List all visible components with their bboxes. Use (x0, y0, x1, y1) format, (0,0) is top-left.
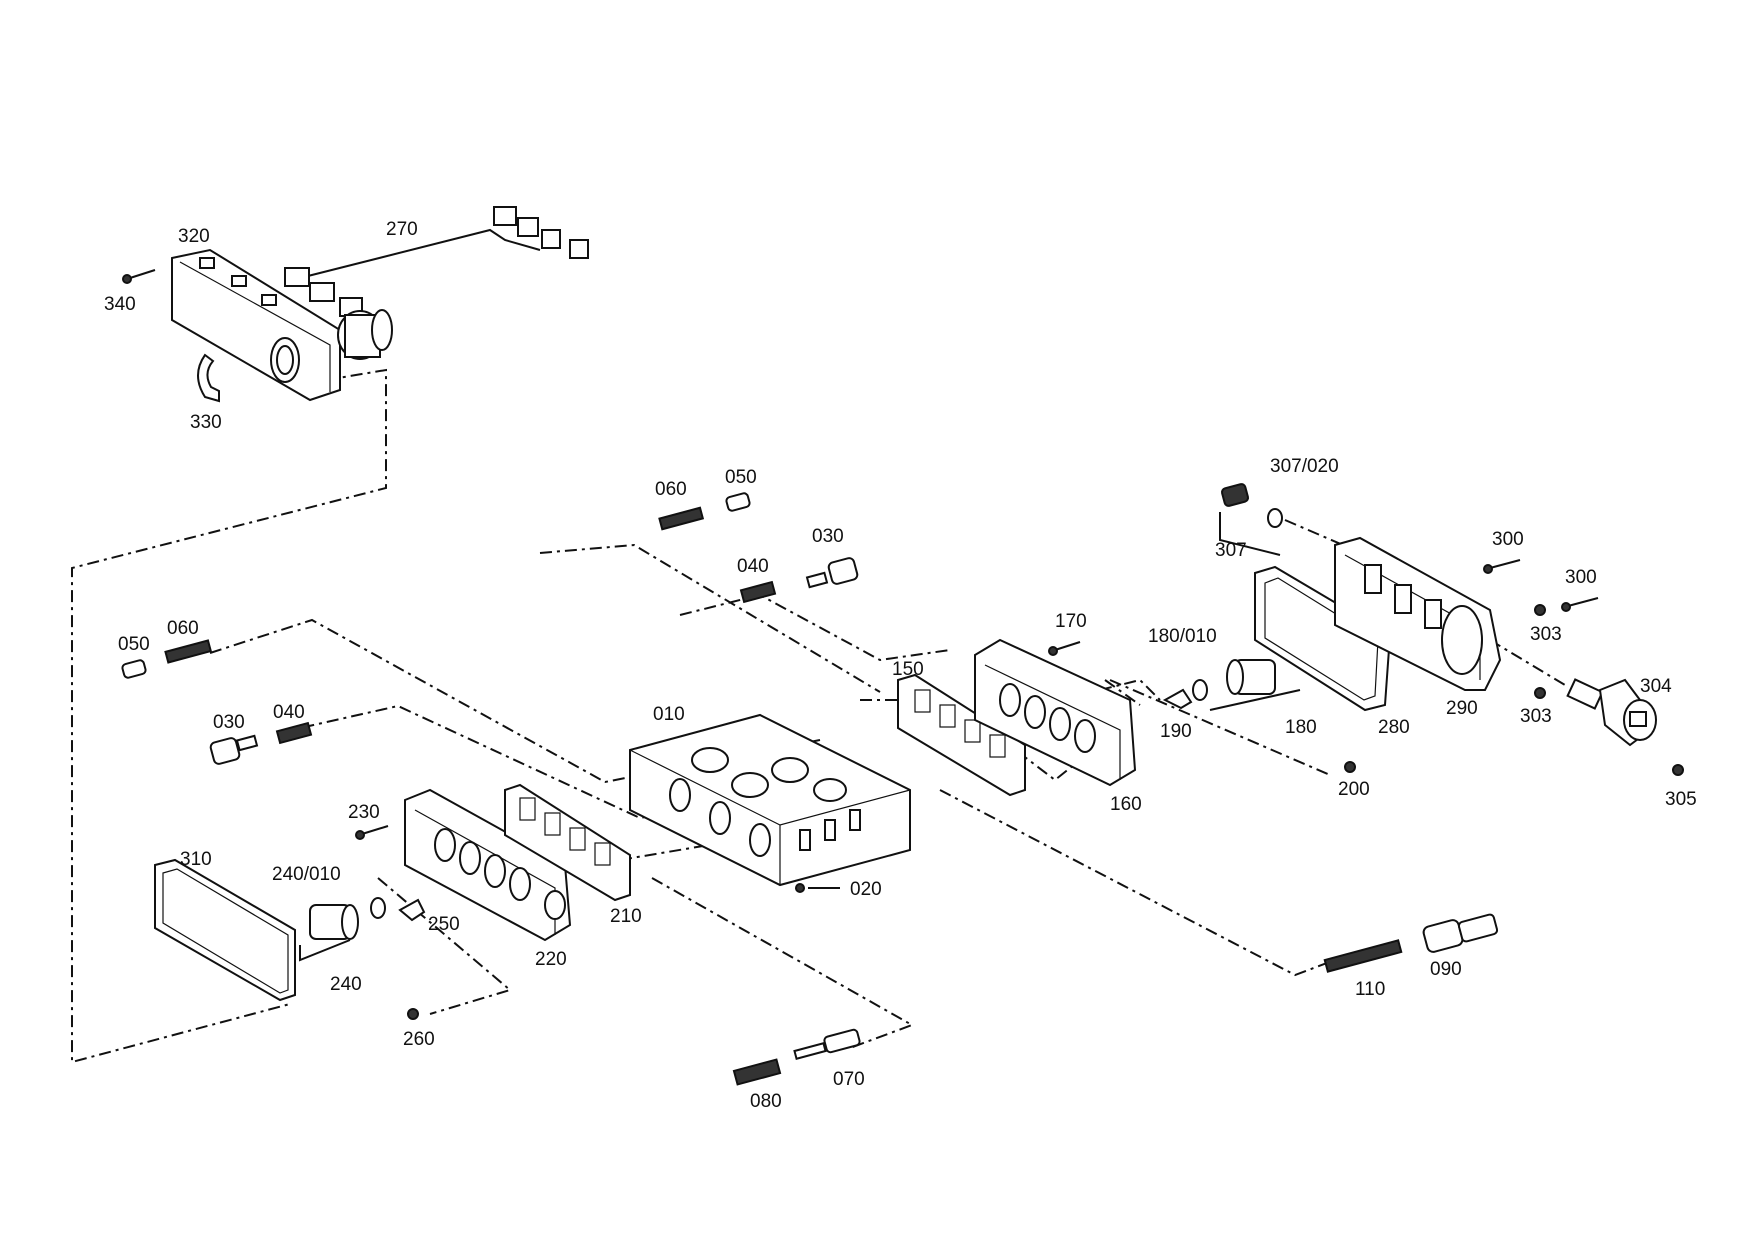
part-320-cover (171, 248, 341, 402)
label-050-lower: 050 (118, 634, 150, 655)
label-320: 320 (178, 226, 210, 247)
label-160: 160 (1110, 794, 1142, 815)
part-220-valve-body (404, 788, 572, 942)
label-304: 304 (1640, 676, 1672, 697)
part-240-solenoid (299, 904, 359, 962)
part-303-plug-a (1534, 604, 1546, 616)
label-180: 180 (1285, 717, 1317, 738)
label-020: 020 (850, 879, 882, 900)
label-180-010: 180/010 (1148, 626, 1217, 647)
label-303-a: 303 (1530, 624, 1562, 645)
part-260-screw (407, 1008, 419, 1020)
part-250-clip (398, 898, 426, 922)
label-240-010: 240/010 (272, 864, 341, 885)
part-340-bolt (122, 269, 156, 284)
label-240: 240 (330, 974, 362, 995)
label-310: 310 (180, 849, 212, 870)
label-250: 250 (428, 914, 460, 935)
label-060-upper: 060 (655, 479, 687, 500)
part-290-cover (1334, 536, 1502, 691)
part-160-valve-body (974, 638, 1137, 787)
part-300-bolt-a (1483, 559, 1521, 574)
part-110-spring (1323, 939, 1403, 973)
label-260: 260 (403, 1029, 435, 1050)
part-230-bolt (355, 825, 389, 840)
label-040-lower: 040 (273, 702, 305, 723)
part-303-plug-b (1534, 687, 1546, 699)
part-200-screw (1344, 761, 1356, 773)
part-020-ball (795, 883, 840, 893)
part-030-valve-upper (805, 557, 859, 589)
part-280-gasket (1254, 565, 1392, 712)
label-300-a: 300 (1492, 529, 1524, 550)
part-307-020-oring (1267, 508, 1283, 528)
part-240-010-oring (370, 897, 386, 919)
part-305-screw (1672, 764, 1684, 776)
part-090-valve (1422, 913, 1499, 953)
part-330-clip (197, 353, 220, 403)
label-040-upper: 040 (737, 556, 769, 577)
label-060-lower: 060 (167, 618, 199, 639)
label-305: 305 (1665, 789, 1697, 810)
label-050-upper: 050 (725, 467, 757, 488)
label-220: 220 (535, 949, 567, 970)
part-304-solenoid (1566, 678, 1657, 747)
part-060-spring-upper (658, 506, 705, 531)
part-180-solenoid (1209, 659, 1301, 711)
label-307-020: 307/020 (1270, 456, 1339, 477)
part-310-gasket (154, 858, 296, 1002)
part-050-plug-lower (121, 659, 147, 679)
label-330: 330 (190, 412, 222, 433)
label-080: 080 (750, 1091, 782, 1112)
part-040-spring-upper (739, 580, 777, 604)
label-210: 210 (610, 906, 642, 927)
part-210-gasket (504, 783, 631, 902)
part-190-clip (1162, 688, 1193, 710)
part-010-main-valve-body (629, 713, 911, 887)
label-270: 270 (386, 219, 418, 240)
label-307: 307 (1215, 540, 1247, 561)
part-030-valve-lower (209, 734, 259, 765)
part-180-010-oring (1192, 679, 1208, 701)
label-290: 290 (1446, 698, 1478, 719)
label-190: 190 (1160, 721, 1192, 742)
part-307-plug (1219, 483, 1281, 556)
label-030-lower: 030 (213, 712, 245, 733)
part-170-bolt (1048, 641, 1081, 656)
part-070-valve (793, 1028, 861, 1060)
part-050-plug-upper (725, 492, 751, 512)
part-080-spring (732, 1058, 782, 1086)
label-170: 170 (1055, 611, 1087, 632)
label-010: 010 (653, 704, 685, 725)
label-070: 070 (833, 1069, 865, 1090)
part-040-spring-lower (275, 721, 313, 745)
part-labels: 320 270 340 330 060 050 030 040 307/020 … (104, 219, 1697, 1112)
label-303-b: 303 (1520, 706, 1552, 727)
part-300-bolt-b (1561, 597, 1599, 612)
label-230: 230 (348, 802, 380, 823)
label-150: 150 (892, 659, 924, 680)
label-300-b: 300 (1565, 567, 1597, 588)
part-150-gasket (897, 673, 1026, 797)
label-110: 110 (1355, 979, 1385, 1000)
label-340: 340 (104, 294, 136, 315)
label-090: 090 (1430, 959, 1462, 980)
label-030-upper: 030 (812, 526, 844, 547)
label-200: 200 (1338, 779, 1370, 800)
part-060-spring-lower (164, 639, 213, 664)
part-270-harness (284, 206, 589, 360)
label-280: 280 (1378, 717, 1410, 738)
